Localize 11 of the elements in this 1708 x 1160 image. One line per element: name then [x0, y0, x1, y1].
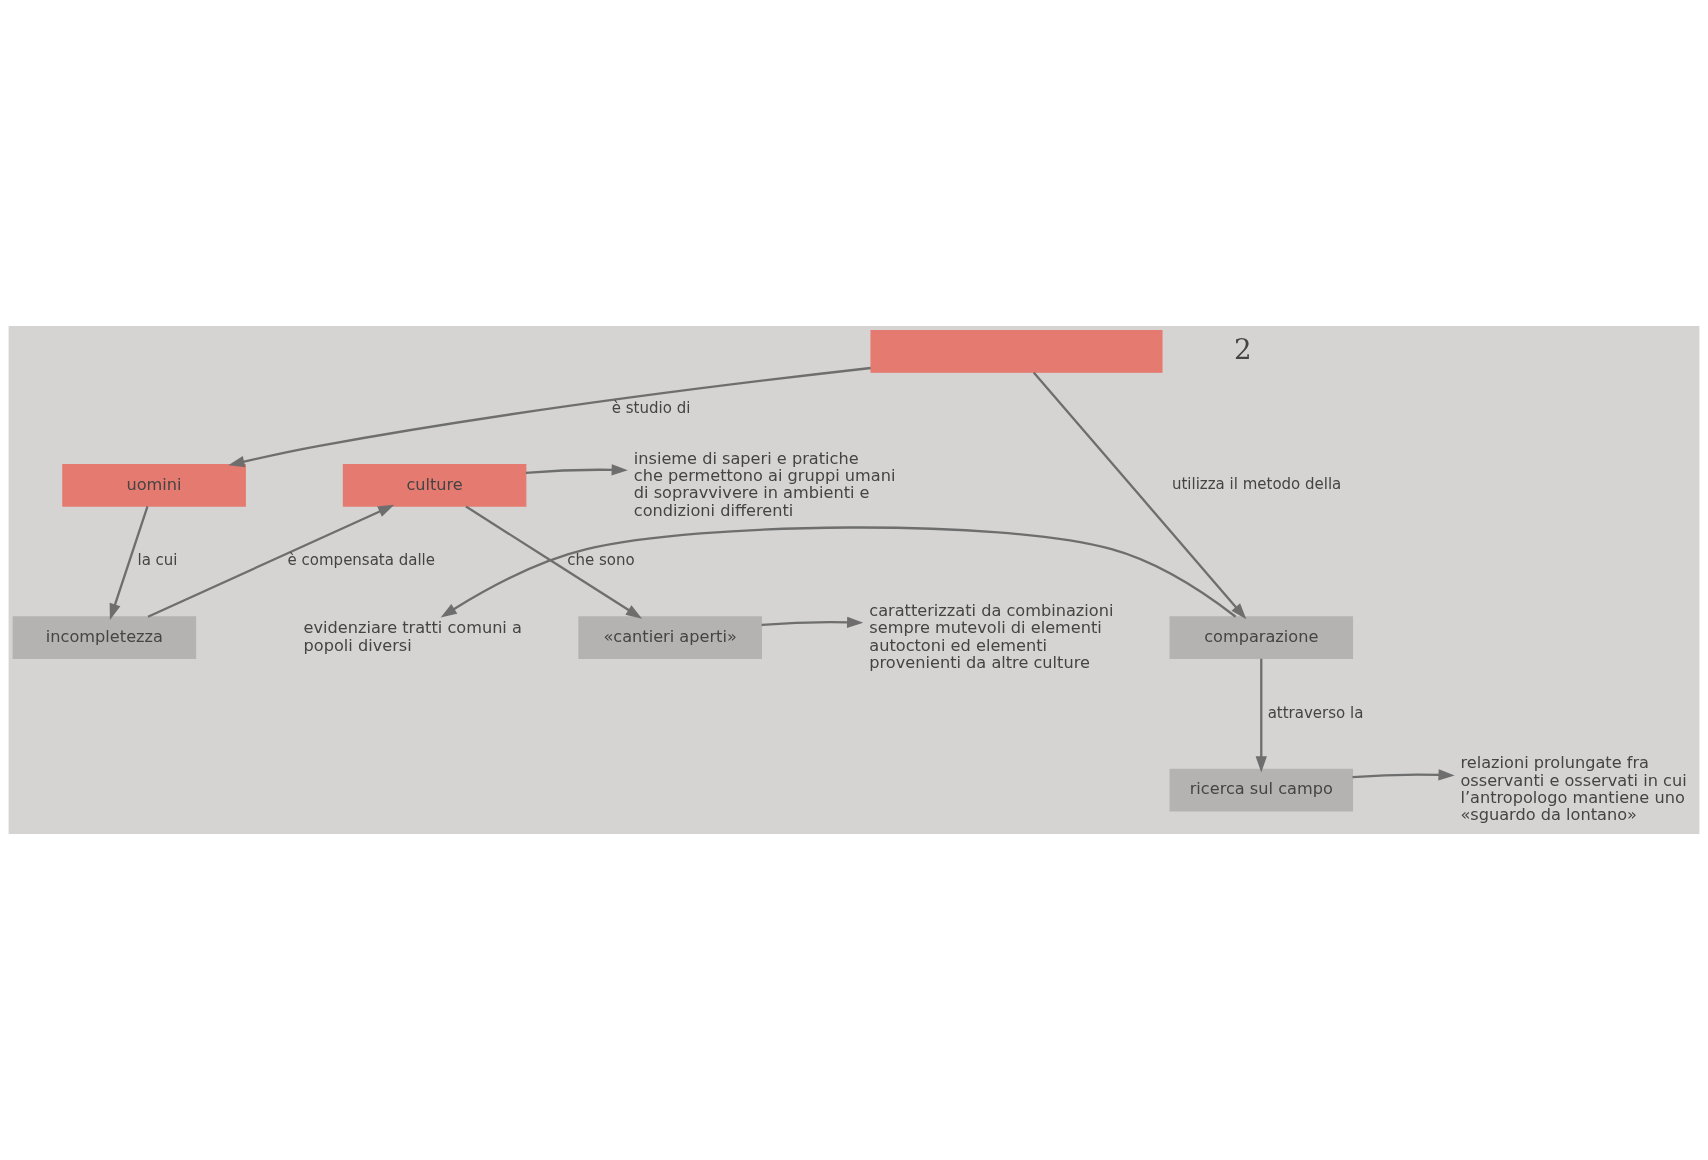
edge-label: utilizza il metodo della — [1171, 475, 1342, 494]
node-text: relazioni prolungate fra osservanti e osservati in cui l’antropologo mantiene uno «sguardo da lontano» — [1460, 753, 1687, 825]
edge-label: che sono — [567, 551, 635, 570]
edge-label: la cui — [137, 551, 178, 570]
label: 2 — [1233, 332, 1252, 366]
edge-label: attraverso la — [1267, 703, 1364, 722]
edge-label: è compensata dalle — [287, 551, 436, 570]
edge-label: è studio di — [611, 399, 691, 418]
node-text: caratterizzati da combinazioni sempre mutevoli di elementi autoctoni ed elementi provenienti da altre culture — [869, 601, 1114, 672]
node-text: insieme di saperi e pratiche che permettono ai gruppi umani di sopravvivere in ambienti e condizioni differenti — [633, 448, 896, 520]
node-text: evidenziare tratti comuni a popoli diversi — [303, 618, 522, 655]
